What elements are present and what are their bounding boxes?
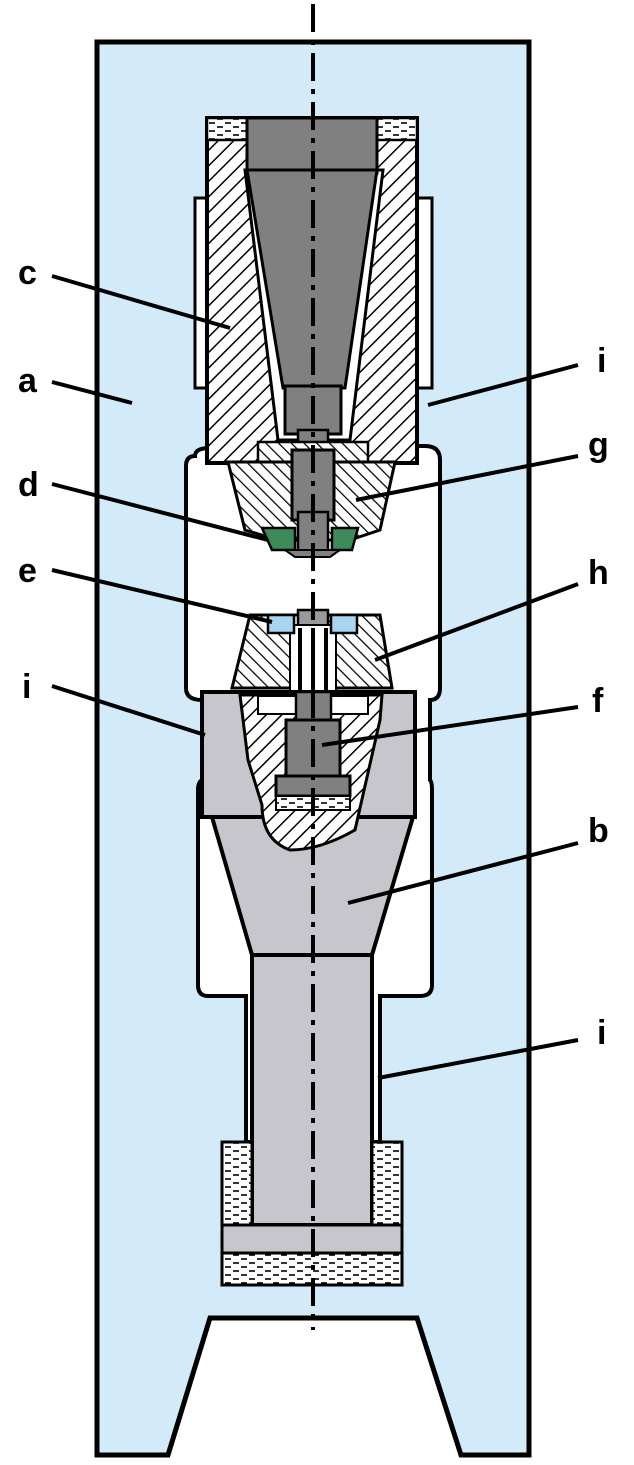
label-g: g: [588, 426, 609, 464]
label-h: h: [588, 554, 609, 592]
label-a: a: [18, 362, 38, 400]
label-d: d: [18, 466, 39, 504]
label-e: e: [18, 552, 37, 590]
label-c: c: [18, 254, 37, 292]
label-i-upper: i: [597, 342, 606, 380]
lower-anvil-pair: [266, 613, 359, 635]
leader-lines: [51, 274, 579, 1080]
label-f: f: [592, 682, 604, 720]
label-b: b: [588, 812, 609, 850]
label-i-lower: i: [597, 1014, 606, 1052]
label-i-middle: i: [22, 668, 31, 706]
upper-anvil-pair: [260, 526, 360, 558]
